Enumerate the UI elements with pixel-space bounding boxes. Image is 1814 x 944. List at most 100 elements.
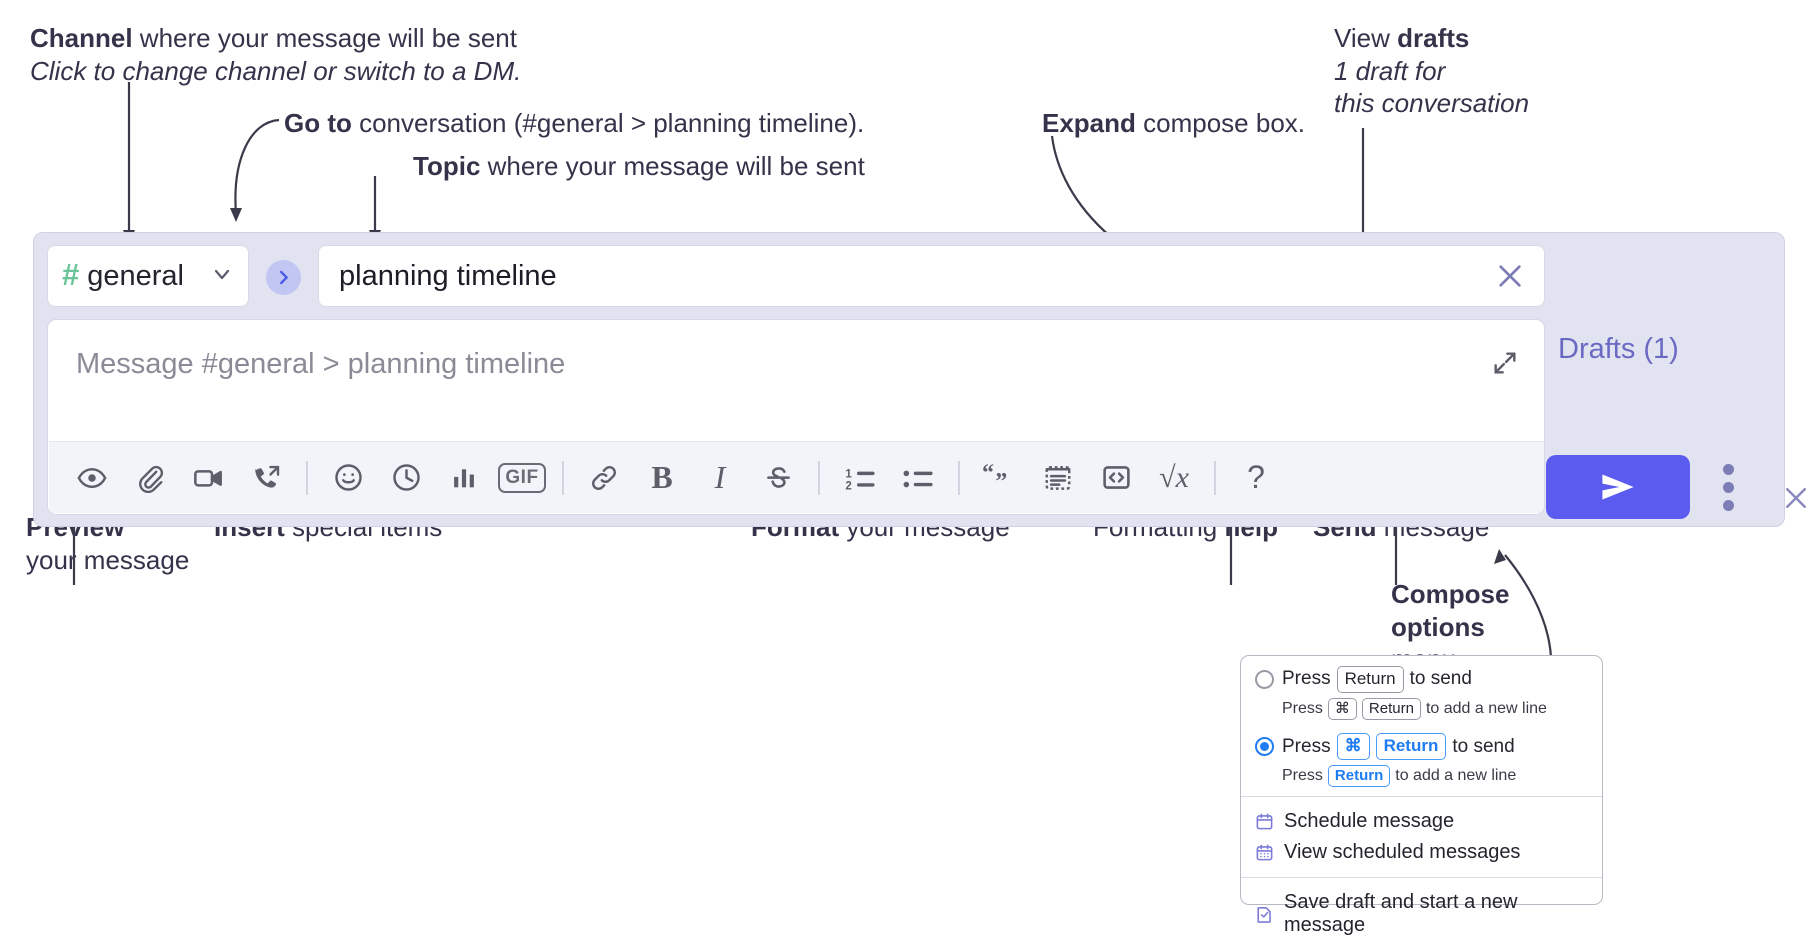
formatting-help-icon[interactable]: ? xyxy=(1227,449,1285,507)
option1-sub: Press ⌘ Return to add a new line xyxy=(1241,697,1602,721)
code-icon[interactable] xyxy=(1087,449,1145,507)
menu-item-label: View scheduled messages xyxy=(1284,841,1521,864)
annotation-expand-bold: Expand xyxy=(1042,108,1136,138)
gif-icon[interactable]: GIF xyxy=(493,449,551,507)
formatting-toolbar: GIF B I xyxy=(49,441,1544,513)
option2-post: to send xyxy=(1452,735,1515,757)
annotation-topic: Topic where your message will be sent xyxy=(413,150,865,183)
menu-item-label: Save draft and start a new message xyxy=(1284,891,1518,937)
option2-key1: ⌘ xyxy=(1336,733,1370,761)
option2-sub: Press Return to add a new line xyxy=(1241,765,1602,788)
bulleted-list-icon[interactable] xyxy=(889,449,947,507)
calendar-grid-icon xyxy=(1255,843,1274,862)
chevron-down-icon xyxy=(210,262,234,291)
annotation-goto-rest: conversation (#general > planning timeli… xyxy=(351,108,865,138)
option1-sub-key1: ⌘ xyxy=(1327,697,1357,721)
menu-option-cmd-return-to-send[interactable]: Press ⌘ Return to send xyxy=(1241,733,1602,761)
attachment-icon[interactable] xyxy=(121,449,179,507)
strikethrough-icon[interactable] xyxy=(749,449,807,507)
preview-icon[interactable] xyxy=(63,449,121,507)
audio-clip-icon[interactable] xyxy=(237,449,295,507)
option1-post: to send xyxy=(1409,668,1472,690)
clear-topic-icon[interactable] xyxy=(1490,256,1530,296)
option1-sub-key2: Return xyxy=(1361,697,1421,721)
annotation-compose-options-bold2: options xyxy=(1391,611,1485,642)
svg-text:”: ” xyxy=(995,468,1007,492)
option2-pre: Press xyxy=(1282,735,1331,757)
annotation-preview-sub: your message xyxy=(26,544,190,575)
math-label: √x xyxy=(1159,460,1189,494)
recent-icon[interactable] xyxy=(377,449,435,507)
annotation-drafts-plain: View xyxy=(1334,23,1398,53)
video-clip-icon[interactable] xyxy=(179,449,237,507)
compose-options-button[interactable] xyxy=(1715,458,1741,516)
link-icon[interactable] xyxy=(575,449,633,507)
annotation-goto: Go to conversation (#general > planning … xyxy=(284,107,864,140)
annotation-drafts: View drafts 1 draft for this conversatio… xyxy=(1334,22,1529,120)
annotation-topic-rest: where your message will be sent xyxy=(480,151,865,181)
toolbar-separator xyxy=(562,460,564,495)
menu-divider xyxy=(1241,796,1602,798)
annotation-channel-rest: where your message will be sent xyxy=(132,23,517,53)
menu-option-return-to-send[interactable]: Press Return to send xyxy=(1241,666,1602,693)
italic-icon[interactable]: I xyxy=(691,449,749,507)
channel-selector[interactable]: # general xyxy=(47,245,249,307)
emoji-icon[interactable] xyxy=(319,449,377,507)
annotation-expand: Expand compose box. xyxy=(1042,107,1305,140)
send-button[interactable] xyxy=(1546,455,1690,519)
goto-conversation-button[interactable] xyxy=(266,260,301,295)
compose-panel: # general planning timeline xyxy=(33,232,1806,527)
calendar-schedule-icon xyxy=(1255,812,1274,831)
code-block-icon[interactable] xyxy=(1029,449,1087,507)
svg-text:“: “ xyxy=(982,463,994,486)
kebab-dot xyxy=(1722,499,1734,511)
math-icon[interactable]: √x xyxy=(1145,449,1203,507)
compose-inner: # general planning timeline xyxy=(47,245,1545,515)
close-panel-icon[interactable] xyxy=(1776,478,1814,518)
option2-sub-pre: Press xyxy=(1282,767,1323,785)
help-label: ? xyxy=(1247,459,1265,495)
ordered-list-icon[interactable]: 1 2 xyxy=(831,449,889,507)
svg-text:2: 2 xyxy=(845,480,851,492)
bold-label: B xyxy=(651,459,673,495)
option2-key2: Return xyxy=(1375,733,1447,761)
menu-item-view-scheduled[interactable]: View scheduled messages xyxy=(1241,837,1602,868)
compose-options-menu: Press Return to send Press ⌘ Return to a… xyxy=(1240,655,1603,936)
toolbar-separator xyxy=(306,460,308,495)
italic-label: I xyxy=(714,459,726,495)
hash-icon: # xyxy=(62,257,80,292)
menu-item-schedule-message[interactable]: Schedule message xyxy=(1241,806,1602,837)
poll-icon[interactable] xyxy=(435,449,493,507)
topic-input[interactable]: planning timeline xyxy=(318,245,1545,307)
option1-key: Return xyxy=(1336,666,1404,693)
radio-return-to-send[interactable] xyxy=(1255,669,1274,689)
drafts-link[interactable]: Drafts (1) xyxy=(1558,333,1679,365)
option1-sub-pre: Press xyxy=(1282,700,1323,718)
channel-name: general xyxy=(87,259,184,292)
toolbar-separator xyxy=(818,460,820,495)
blockquote-icon[interactable]: “ ” xyxy=(971,449,1029,507)
message-placeholder: Message #general > planning timeline xyxy=(76,348,566,380)
message-input-box[interactable]: Message #general > planning timeline xyxy=(47,319,1545,515)
topic-value: planning timeline xyxy=(339,259,557,292)
annotation-channel: Channel where your message will be sent … xyxy=(30,22,521,87)
annotation-channel-sub: Click to change channel or switch to a D… xyxy=(30,55,522,86)
radio-cmd-return-to-send[interactable] xyxy=(1255,737,1274,757)
menu-item-save-draft[interactable]: Save draft and start a new message xyxy=(1241,887,1602,941)
annotation-drafts-bold: drafts xyxy=(1397,23,1470,53)
annotation-topic-bold: Topic xyxy=(413,151,481,181)
option2-sub-post: to add a new line xyxy=(1395,767,1517,785)
option1-sub-post: to add a new line xyxy=(1425,700,1547,718)
kebab-dot xyxy=(1722,463,1734,475)
bold-icon[interactable]: B xyxy=(633,449,691,507)
annotation-drafts-sub1: 1 draft for xyxy=(1334,55,1446,86)
expand-compose-icon[interactable] xyxy=(1484,342,1526,384)
toolbar-separator xyxy=(1214,460,1216,495)
annotation-drafts-sub2: this conversation xyxy=(1334,88,1530,118)
option2-sub-key: Return xyxy=(1327,765,1391,788)
menu-item-label: Schedule message xyxy=(1284,810,1455,833)
annotation-expand-rest: compose box. xyxy=(1135,108,1306,138)
svg-text:1: 1 xyxy=(845,468,852,480)
menu-divider xyxy=(1241,877,1602,879)
